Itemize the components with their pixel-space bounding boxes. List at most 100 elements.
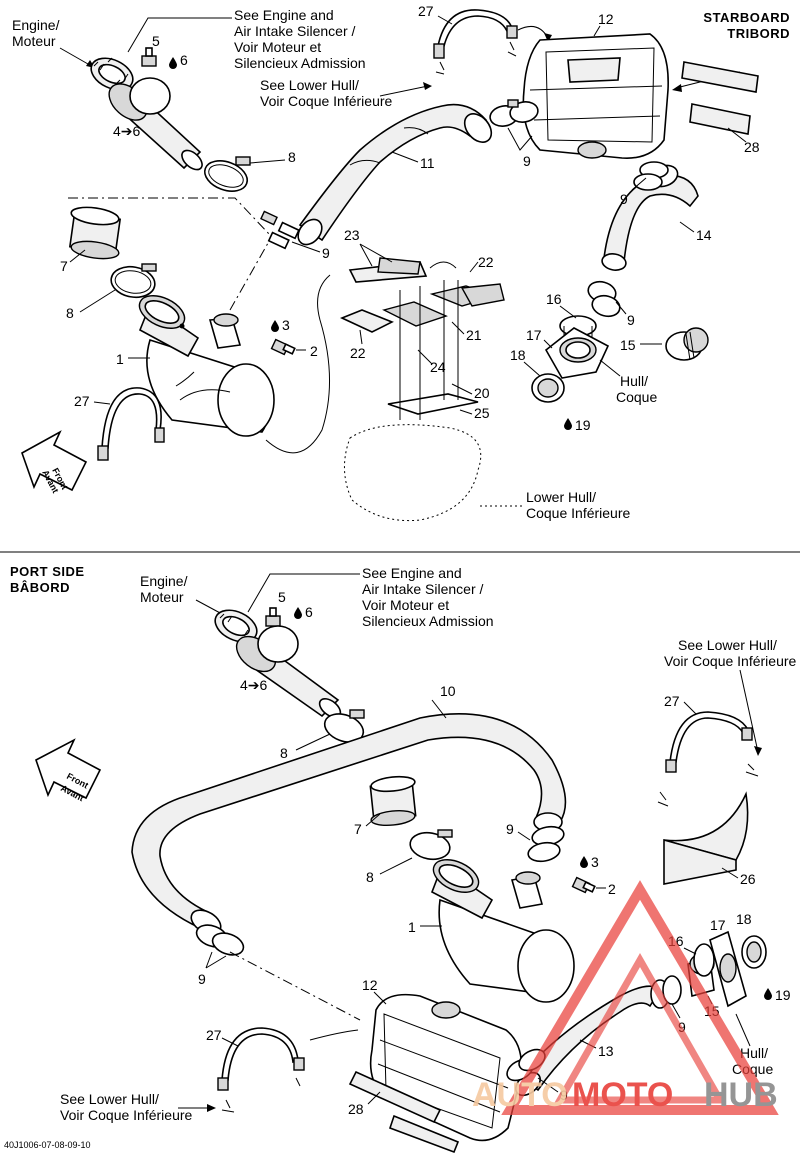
port-see-engine-text-4: Silencieux Admission — [362, 613, 494, 629]
port-sleeve-7 — [369, 775, 417, 827]
callout-9-mid: 9 — [322, 245, 330, 261]
port-clamps-9-mid — [527, 825, 565, 863]
port-see-engine-text-2: Air Intake Silencer / — [362, 581, 483, 597]
port-see-lower-hull-b-text: See Lower Hull/ — [60, 1091, 159, 1107]
coque-label: Coque — [616, 389, 657, 405]
engine-ref-label-fr: Moteur — [12, 33, 56, 49]
port-callout-8-lower: 8 — [366, 869, 374, 885]
port-callout-27-left: 27 — [206, 1027, 222, 1043]
callout-28: 28 — [744, 139, 760, 155]
callout-21: 21 — [466, 327, 482, 343]
port-callout-7: 7 — [354, 821, 362, 837]
port-gasket-28 — [348, 1070, 460, 1154]
port-see-engine-text: See Engine and — [362, 565, 462, 581]
port-see-engine-text-3: Voir Moteur et — [362, 597, 449, 613]
clamps-9-inlet — [489, 99, 539, 127]
port-sealant-drop-icon — [294, 607, 302, 619]
watermark-moto: MOTO — [572, 1076, 673, 1114]
port-clamps-9-left — [195, 924, 245, 956]
port-strap-27-right — [657, 711, 759, 807]
see-engine-text: See Engine and — [234, 7, 334, 23]
callout-10: 10 — [440, 683, 456, 699]
callout-7: 7 — [60, 258, 68, 274]
port-callout-28: 28 — [348, 1101, 364, 1117]
port-sealant-drop-icon-19 — [764, 988, 772, 1000]
callout-27-top: 27 — [418, 3, 434, 19]
outlet-15 — [665, 327, 709, 361]
callout-8-lower: 8 — [66, 305, 74, 321]
starboard-section: STARBOARD TRIBORD Engine/ Moteur See Eng… — [12, 3, 790, 522]
port-fitting-2 — [571, 876, 596, 894]
port-side-label: PORT SIDE — [10, 564, 85, 579]
callout-24: 24 — [430, 359, 446, 375]
port-callout-12: 12 — [362, 977, 378, 993]
port-front-arrow-icon — [35, 738, 102, 800]
port-strap-27-left — [217, 1027, 305, 1113]
port-muffler-1 — [430, 859, 575, 1003]
bracket-assembly — [339, 257, 505, 420]
see-lower-hull-text: See Lower Hull/ — [260, 77, 359, 93]
clamps-9-lower — [587, 280, 621, 318]
fitting-5 — [141, 47, 157, 67]
callout-26: 26 — [740, 871, 756, 887]
callout-20: 20 — [474, 385, 490, 401]
port-callout-18: 18 — [736, 911, 752, 927]
muffler-1 — [138, 295, 275, 437]
engine-ref-label: Engine/ — [12, 17, 60, 33]
port-fitting-5 — [265, 607, 281, 627]
port-clamp-8-lower — [409, 829, 453, 861]
see-engine-text-3: Voir Moteur et — [234, 39, 321, 55]
port-callout-6: 6 — [305, 604, 313, 620]
deflector-26 — [663, 791, 749, 885]
port-hull-plate-17 — [709, 930, 747, 1008]
port-callout-19: 19 — [775, 987, 791, 1003]
callout-22-bot: 22 — [350, 345, 366, 361]
strap-27-left — [97, 387, 165, 461]
automotohub-watermark: AUTO MOTO HUB — [472, 880, 779, 1115]
nut-18 — [531, 373, 565, 403]
hull-plate-17 — [544, 327, 610, 379]
port-callout-5: 5 — [278, 589, 286, 605]
port-callout-9-left: 9 — [198, 971, 206, 987]
sealant-drop-icon — [169, 57, 177, 69]
see-lower-hull-text-2: Voir Coque Inférieure — [260, 93, 393, 109]
callout-8-top: 8 — [288, 149, 296, 165]
front-arrow-icon — [21, 430, 88, 492]
babord-label: BÂBORD — [10, 580, 70, 595]
callout-9-lower: 9 — [627, 312, 635, 328]
clamp-8-lower — [110, 263, 157, 299]
port-engine-exhaust-pipe — [235, 625, 342, 719]
callout-3: 3 — [282, 317, 290, 333]
callout-22-top: 22 — [478, 254, 494, 270]
clamp-8 — [203, 156, 251, 192]
port-engine-flange-clamp — [214, 609, 258, 643]
port-callout-1: 1 — [408, 919, 416, 935]
callout-17: 17 — [526, 327, 542, 343]
lower-hull-outline — [343, 424, 482, 522]
callout-1: 1 — [116, 351, 124, 367]
callout-15: 15 — [620, 337, 636, 353]
exhaust-hose-11 — [297, 103, 493, 246]
engine-flange-clamp — [90, 57, 134, 91]
callout-11: 11 — [420, 155, 435, 171]
callout-9-outlet: 9 — [620, 191, 628, 207]
port-section: PORT SIDE BÂBORD Engine/ Moteur See Engi… — [10, 564, 797, 1154]
see-engine-text-2: Air Intake Silencer / — [234, 23, 355, 39]
callout-16: 16 — [546, 291, 562, 307]
port-hull-label: Hull/ — [740, 1045, 768, 1061]
clamps-9-mid — [260, 210, 300, 250]
fitting-2 — [270, 338, 296, 356]
lower-hull-text: Lower Hull/ — [526, 489, 596, 505]
callout-14: 14 — [696, 227, 712, 243]
starboard-label: STARBOARD — [703, 10, 790, 25]
lower-hull-text-2: Coque Inférieure — [526, 505, 631, 521]
port-callout-8-top: 8 — [280, 745, 288, 761]
watermark-hub: HUB — [704, 1076, 778, 1114]
callout-23: 23 — [344, 227, 360, 243]
gasket-28 — [681, 61, 759, 135]
port-engine-ref-label: Engine/ — [140, 573, 188, 589]
port-callout-2: 2 — [608, 881, 616, 897]
engine-exhaust-pipe — [108, 77, 203, 171]
sealant-drop-icon-3 — [271, 320, 279, 332]
